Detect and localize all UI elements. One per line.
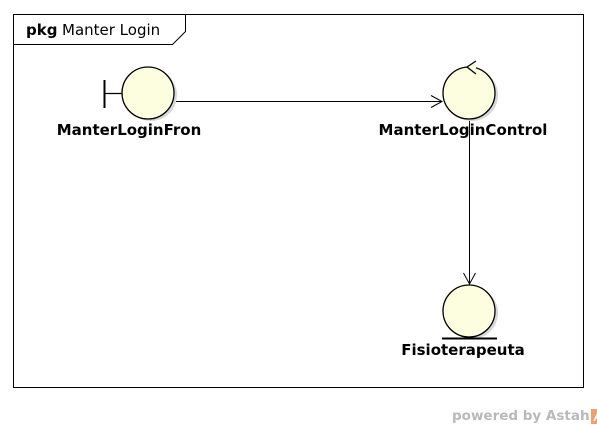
astah-logo-icon: [590, 408, 597, 424]
watermark-text: powered by Astah: [452, 408, 590, 424]
control-node[interactable]: ManterLoginControl: [379, 60, 548, 139]
control-label: ManterLoginControl: [379, 121, 548, 139]
boundary-label: ManterLoginFron: [57, 121, 202, 139]
boundary-circle-icon: [121, 66, 175, 120]
control-arrow-icon: [465, 60, 477, 75]
package-keyword: pkg: [26, 21, 57, 39]
entity-label: Fisioterapeuta: [401, 341, 525, 359]
package-frame: pkg Manter Login: [13, 14, 584, 388]
package-name: Manter Login: [62, 21, 160, 39]
watermark: powered by Astah: [452, 406, 597, 426]
boundary-node[interactable]: ManterLoginFron: [57, 66, 202, 139]
entity-circle-icon: [442, 284, 496, 338]
control-circle-icon: [442, 66, 496, 120]
entity-node[interactable]: Fisioterapeuta: [401, 284, 525, 359]
